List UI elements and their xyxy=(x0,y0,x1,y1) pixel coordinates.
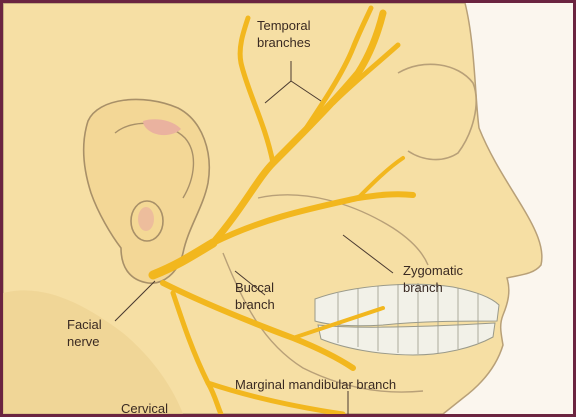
label-temporal-line2: branches xyxy=(257,35,310,50)
label-temporal-line1: Temporal xyxy=(257,18,310,33)
label-facial-line2: nerve xyxy=(67,334,100,349)
label-cervical: Cervical xyxy=(121,401,168,416)
label-facial-line1: Facial xyxy=(67,317,102,332)
ear-canal-pink xyxy=(138,207,154,231)
head-illustration xyxy=(3,3,573,414)
label-buccal-line1: Buccal xyxy=(235,280,274,295)
label-zygomatic-line1: Zygomatic xyxy=(403,263,463,278)
label-marginal-mandibular: Marginal mandibular branch xyxy=(235,377,396,392)
label-buccal-line2: branch xyxy=(235,297,275,312)
label-zygomatic-line2: branch xyxy=(403,280,443,295)
